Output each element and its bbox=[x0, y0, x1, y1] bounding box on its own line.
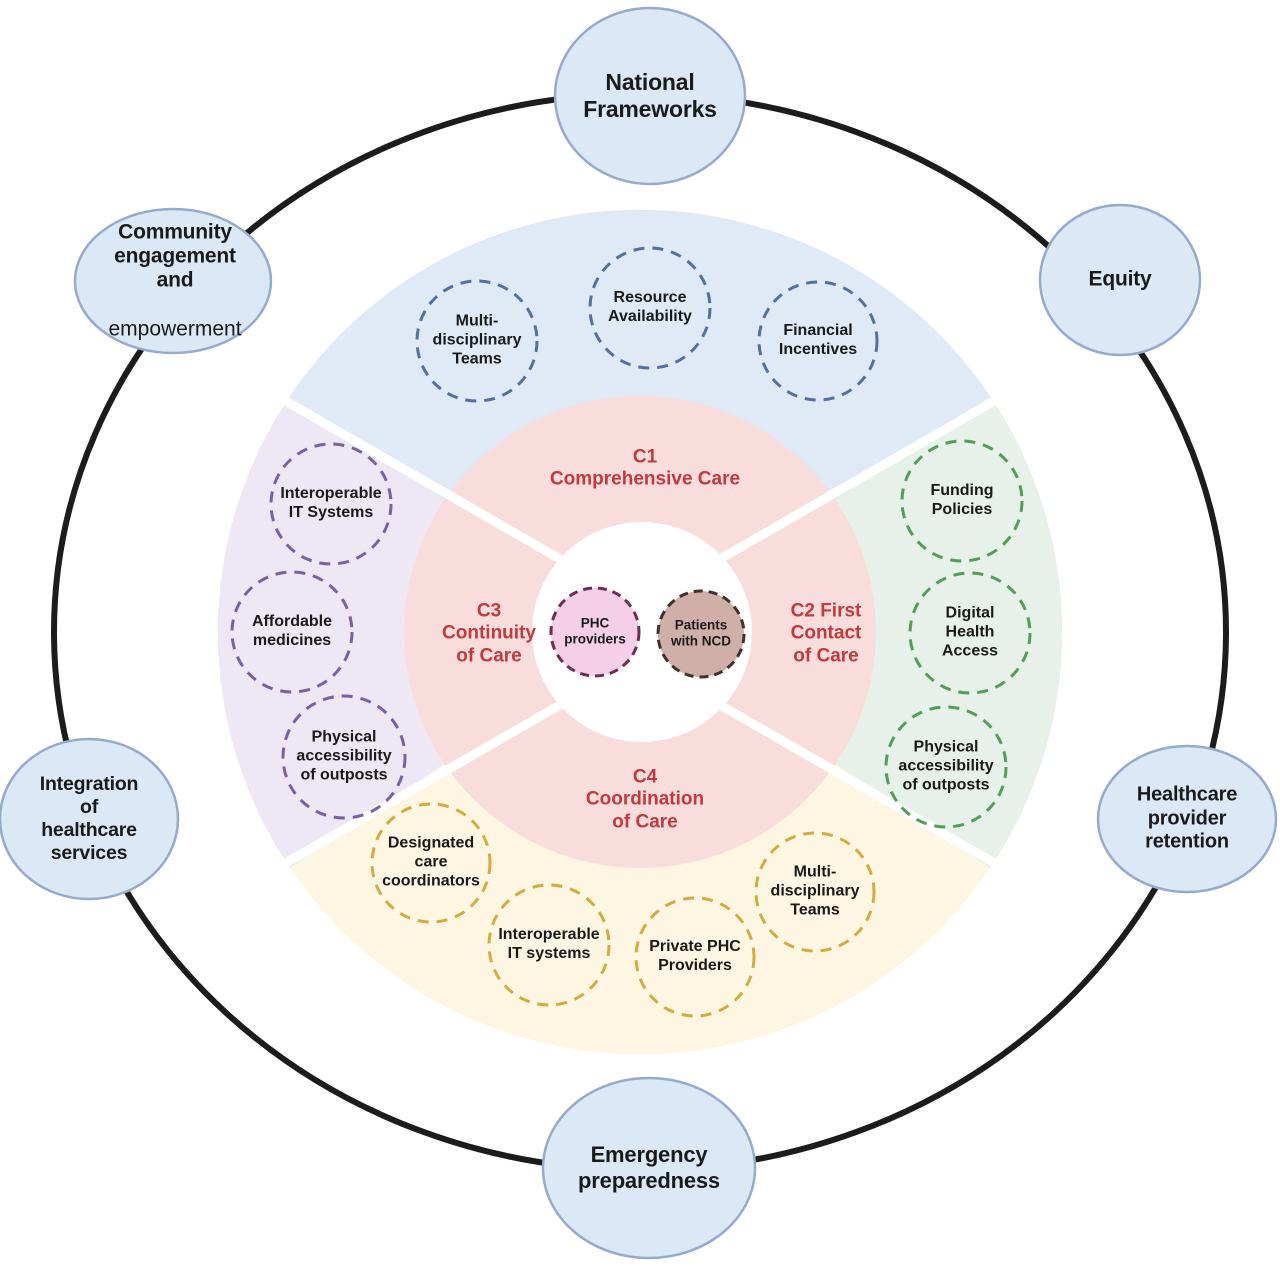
factor-circle-c4-designated-care-coordinators bbox=[370, 802, 492, 924]
center-circle-patients-ncd bbox=[656, 589, 746, 679]
node-circle-community-engagement bbox=[73, 207, 273, 355]
factor-circle-c2-funding-policies bbox=[900, 439, 1024, 563]
core-center-circle bbox=[532, 522, 752, 742]
factor-circle-c3-interoperable-it-systems bbox=[269, 442, 393, 566]
divider-lower-right bbox=[705, 694, 1006, 872]
node-circle-healthcare-provider-retention bbox=[1096, 744, 1278, 894]
factor-circles-c2 bbox=[884, 439, 1032, 829]
factor-circles-c4 bbox=[370, 802, 876, 1018]
factor-circle-c3-physical-accessibility bbox=[281, 694, 407, 820]
factor-circle-c4-multidisciplinary-teams bbox=[754, 831, 876, 953]
node-circle-emergency-preparedness bbox=[541, 1076, 757, 1260]
sector-divider-lines bbox=[274, 392, 1006, 872]
factor-circles-c3 bbox=[230, 442, 407, 820]
divider-upper-left bbox=[274, 392, 575, 570]
node-circle-equity bbox=[1038, 203, 1202, 357]
factor-circles-c1 bbox=[415, 246, 879, 403]
outer-nodes-group bbox=[0, 6, 1278, 1260]
divider-upper-right bbox=[705, 392, 1006, 570]
center-circle-phc-providers bbox=[549, 586, 641, 678]
divider-lower-left bbox=[274, 694, 575, 872]
factor-circle-c4-private-phc-providers bbox=[634, 896, 756, 1018]
factor-circle-c1-financial-incentives bbox=[757, 280, 879, 402]
factor-circle-c2-physical-accessibility bbox=[884, 705, 1008, 829]
node-circle-national-frameworks bbox=[553, 6, 747, 186]
factor-circle-c4-interoperable-it-systems bbox=[487, 883, 611, 1007]
factor-circle-c1-multidisciplinary-teams bbox=[415, 279, 539, 403]
node-circle-integration-healthcare-services bbox=[0, 737, 180, 901]
factor-circle-c3-affordable-medicines bbox=[230, 570, 354, 694]
factor-circle-c2-digital-health-access bbox=[908, 571, 1032, 695]
factor-circle-c1-resource-availability bbox=[588, 246, 712, 370]
